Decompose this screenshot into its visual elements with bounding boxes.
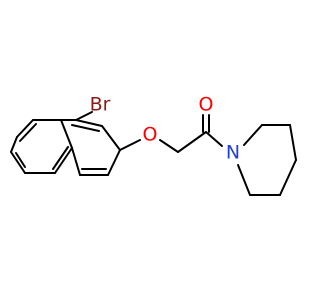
bond-19 [119, 139, 141, 151]
bond-24 [205, 131, 223, 147]
bond-8 [15, 152, 26, 168]
bond-0 [16, 119, 34, 138]
bond-27 [289, 124, 297, 161]
molecule-structure: Br O O N [10, 94, 297, 196]
bond-layer [10, 111, 297, 196]
bond-30 [237, 164, 251, 196]
bond-28 [279, 159, 297, 196]
atom-nitrogen: N [226, 142, 240, 164]
bond-12 [71, 124, 100, 132]
bond-18 [75, 111, 93, 121]
bond-3 [60, 119, 73, 149]
bond-14 [107, 149, 121, 176]
bond-7 [10, 151, 26, 174]
bond-17 [71, 147, 81, 176]
bond-9 [10, 136, 18, 153]
bond-21 [177, 131, 207, 153]
bond-5 [52, 146, 69, 170]
bond-13 [101, 125, 121, 151]
bond-20 [159, 139, 179, 153]
structure-canvas: Br O O N [10, 94, 297, 196]
bond-4 [54, 147, 73, 174]
bond-25 [243, 124, 263, 146]
bond-1 [19, 123, 37, 142]
bond-11 [75, 119, 103, 127]
atom-bromine: Br [90, 94, 111, 116]
atom-carbonyl-oxygen: O [199, 94, 214, 116]
atom-ether-oxygen: O [143, 124, 158, 146]
